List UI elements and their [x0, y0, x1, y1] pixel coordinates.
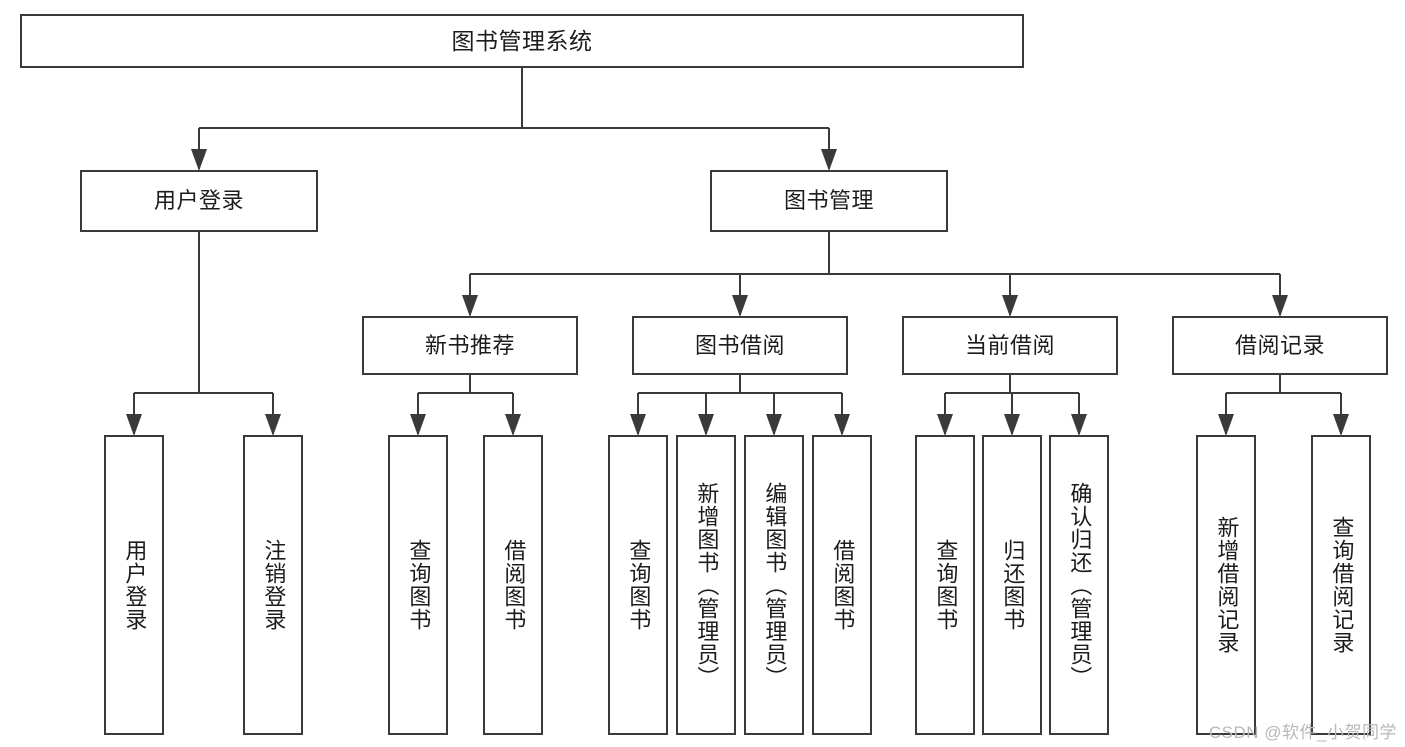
arrowhead-icon: [834, 414, 850, 436]
node-label: 查询图书: [406, 539, 432, 631]
arrowhead-icon: [191, 149, 207, 171]
node-label: 编辑图书（管理员）: [762, 481, 788, 689]
node-records[interactable]: 借阅记录: [1172, 316, 1388, 375]
node-leaf-new-query[interactable]: 查询图书: [388, 435, 448, 735]
arrowhead-icon: [505, 414, 521, 436]
arrowhead-icon: [126, 414, 142, 436]
node-label: 归还图书: [1000, 539, 1026, 631]
node-login[interactable]: 用户登录: [80, 170, 318, 232]
node-leaf-c-confirm[interactable]: 确认归还（管理员）: [1049, 435, 1109, 735]
node-label: 借阅图书: [830, 539, 856, 631]
node-label: 用户登录: [122, 539, 148, 631]
watermark: CSDN @软件_小贺同学: [1208, 723, 1397, 742]
node-leaf-b-edit[interactable]: 编辑图书（管理员）: [744, 435, 804, 735]
arrowhead-icon: [462, 295, 478, 317]
node-label: 注销登录: [261, 539, 287, 631]
node-leaf-user-logout[interactable]: 注销登录: [243, 435, 303, 735]
arrowhead-icon: [1002, 295, 1018, 317]
node-label: 新书推荐: [424, 332, 515, 358]
node-label: 当前借阅: [964, 332, 1055, 358]
node-leaf-r-query[interactable]: 查询借阅记录: [1311, 435, 1371, 735]
node-leaf-c-return[interactable]: 归还图书: [982, 435, 1042, 735]
arrowhead-icon: [1004, 414, 1020, 436]
arrowhead-icon: [1333, 414, 1349, 436]
node-label: 新增借阅记录: [1214, 516, 1240, 654]
arrowhead-icon: [1218, 414, 1234, 436]
node-label: 图书借阅: [694, 332, 785, 358]
node-leaf-b-query[interactable]: 查询图书: [608, 435, 668, 735]
arrowhead-icon: [1071, 414, 1087, 436]
node-label: 确认归还（管理员）: [1067, 481, 1093, 689]
arrowhead-icon: [1272, 295, 1288, 317]
node-leaf-user-login[interactable]: 用户登录: [104, 435, 164, 735]
node-leaf-c-query[interactable]: 查询图书: [915, 435, 975, 735]
node-current[interactable]: 当前借阅: [902, 316, 1118, 375]
node-newbook[interactable]: 新书推荐: [362, 316, 578, 375]
node-label: 图书管理系统: [451, 27, 593, 54]
arrowhead-icon: [265, 414, 281, 436]
arrowhead-icon: [821, 149, 837, 171]
node-label: 图书管理: [783, 188, 874, 213]
arrowhead-icon: [732, 295, 748, 317]
node-leaf-r-add[interactable]: 新增借阅记录: [1196, 435, 1256, 735]
node-label: 借阅记录: [1234, 332, 1325, 358]
arrowhead-icon: [698, 414, 714, 436]
arrowhead-icon: [766, 414, 782, 436]
node-label: 用户登录: [153, 188, 244, 213]
node-label: 查询借阅记录: [1329, 516, 1355, 654]
node-label: 新增图书（管理员）: [694, 481, 720, 689]
node-leaf-new-borrow[interactable]: 借阅图书: [483, 435, 543, 735]
node-borrow[interactable]: 图书借阅: [632, 316, 848, 375]
node-label: 查询图书: [626, 539, 652, 631]
node-label: 借阅图书: [501, 539, 527, 631]
arrowhead-icon: [630, 414, 646, 436]
node-root[interactable]: 图书管理系统: [20, 14, 1024, 68]
arrowhead-icon: [937, 414, 953, 436]
node-label: 查询图书: [933, 539, 959, 631]
node-leaf-b-add[interactable]: 新增图书（管理员）: [676, 435, 736, 735]
node-leaf-b-borrow[interactable]: 借阅图书: [812, 435, 872, 735]
node-bookmgmt[interactable]: 图书管理: [710, 170, 948, 232]
arrowhead-icon: [410, 414, 426, 436]
